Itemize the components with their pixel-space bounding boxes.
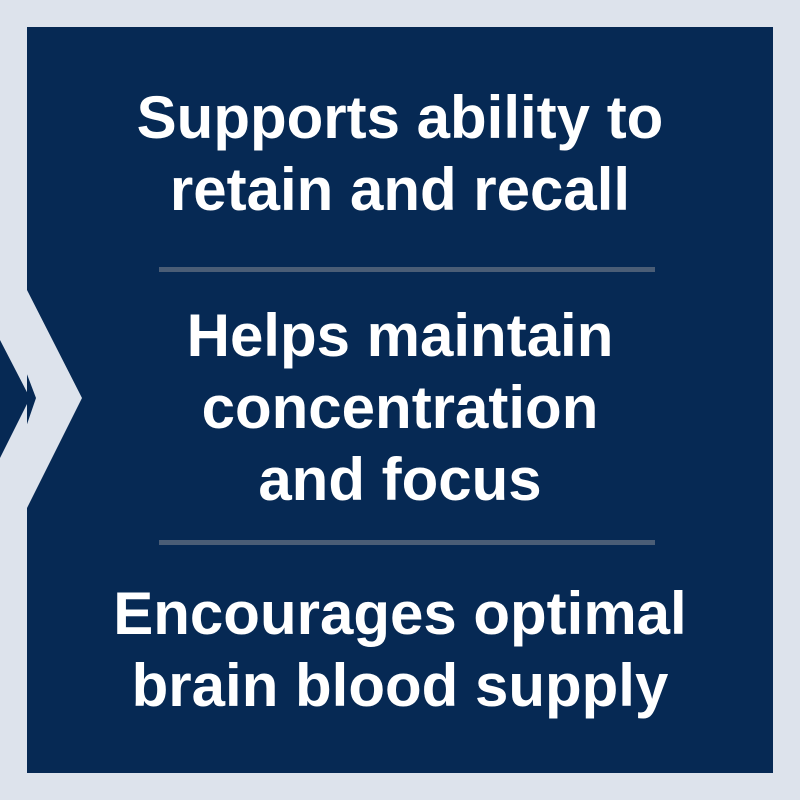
benefit-line: concentration [201,374,599,441]
benefit-line: Encourages optimal [113,580,687,647]
benefit-line: and focus [258,446,542,513]
benefit-line: Helps maintain [186,302,614,369]
benefit-concentration-focus: Helps maintain concentration and focus [0,300,800,516]
divider [159,540,655,545]
navy-panel [27,27,773,773]
benefit-line: brain blood supply [131,652,669,719]
benefit-line: Supports ability to [136,84,664,151]
divider [159,267,655,272]
benefit-line: retain and recall [169,156,631,223]
benefit-blood-supply: Encourages optimal brain blood supply [0,578,800,722]
benefit-retain-recall: Supports ability to retain and recall [0,82,800,226]
